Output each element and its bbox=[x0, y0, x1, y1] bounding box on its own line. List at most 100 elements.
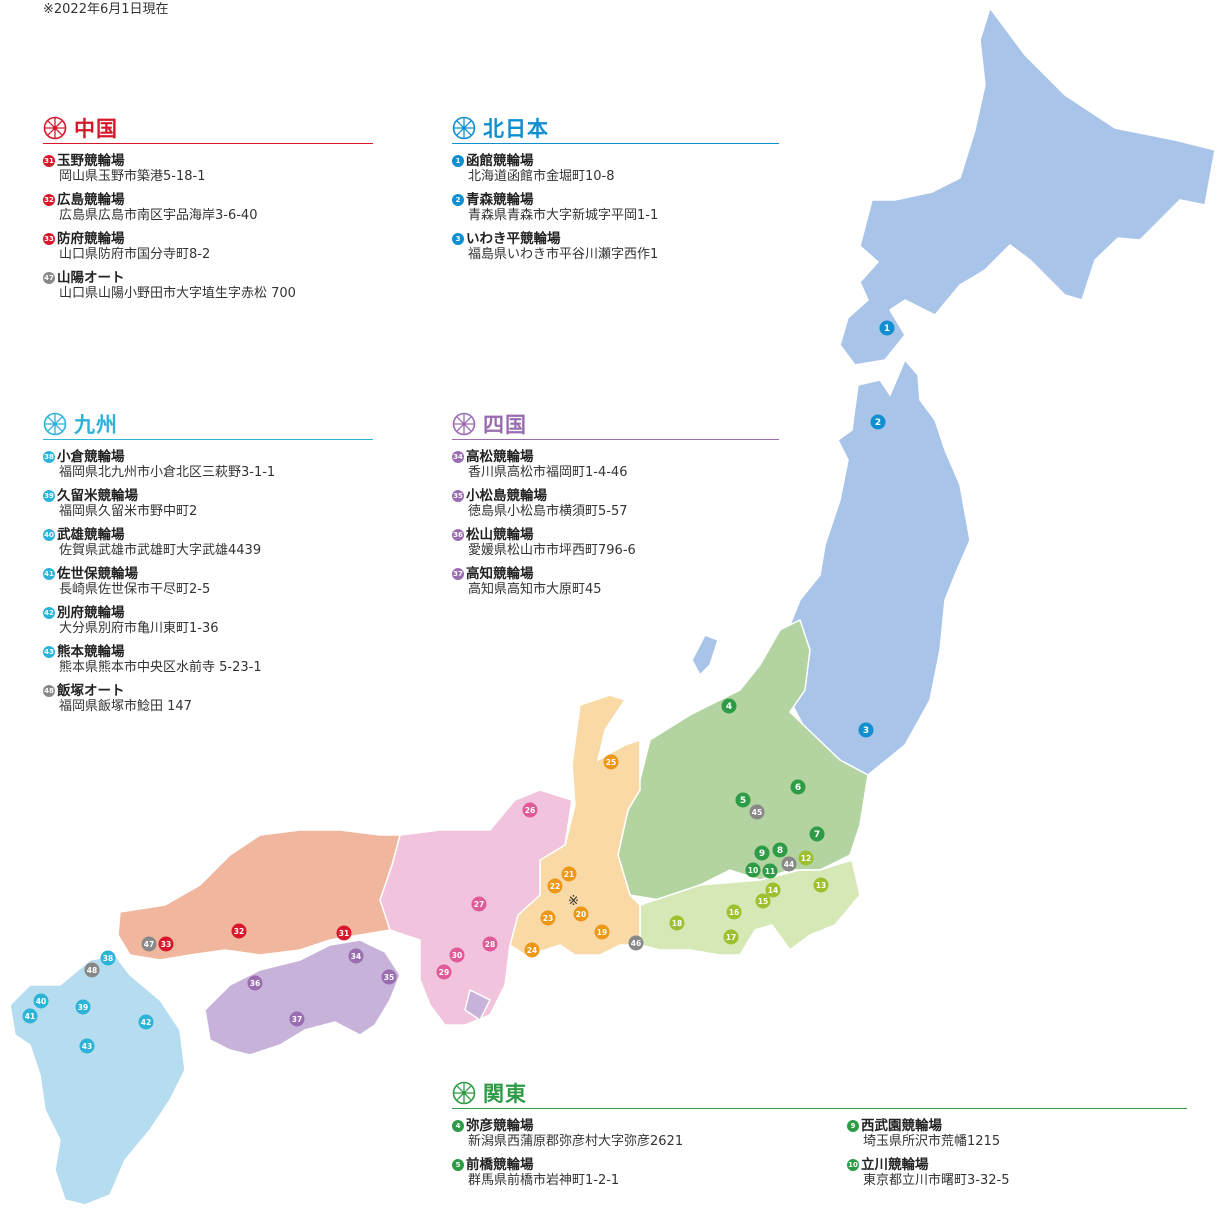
marker-number: 43 bbox=[82, 1042, 92, 1051]
marker-number: 31 bbox=[339, 929, 349, 938]
venue-marker-15: 15 bbox=[755, 893, 771, 909]
marker-circle bbox=[628, 935, 644, 951]
section-title: 北日本 bbox=[483, 117, 549, 141]
marker-circle bbox=[381, 969, 397, 985]
marker-circle bbox=[336, 925, 352, 941]
marker-number: 24 bbox=[527, 946, 537, 955]
venue-number-badge: 37 bbox=[452, 568, 464, 580]
marker-number: 25 bbox=[606, 758, 616, 767]
venue-address: 青森県青森市大字新城字平岡1-1 bbox=[468, 208, 659, 223]
venue-marker-9: 9 bbox=[754, 845, 770, 861]
marker-number: 26 bbox=[525, 806, 535, 815]
venue-marker-17: 17 bbox=[723, 929, 739, 945]
marker-circle bbox=[231, 923, 247, 939]
venue-number-badge: 36 bbox=[452, 529, 464, 541]
venue-marker-19: 19 bbox=[594, 924, 610, 940]
venue-marker-4: 4 bbox=[721, 698, 737, 714]
marker-number: 40 bbox=[36, 997, 46, 1006]
marker-circle bbox=[141, 936, 157, 952]
venue-address: 佐賀県武雄市武雄町大字武雄4439 bbox=[59, 543, 262, 558]
venue-number-badge: 38 bbox=[43, 451, 55, 463]
marker-number: 35 bbox=[384, 973, 394, 982]
marker-number: 21 bbox=[564, 870, 574, 879]
venue-name: 武雄競輪場 bbox=[57, 527, 125, 543]
marker-circle bbox=[813, 877, 829, 893]
marker-number: 22 bbox=[550, 882, 560, 891]
marker-number: 14 bbox=[768, 886, 778, 895]
marker-circle bbox=[755, 893, 771, 909]
venue-marker-29: 29 bbox=[436, 964, 452, 980]
venue-address: 福岡県久留米市野中町2 bbox=[59, 504, 198, 519]
venue-marker-34: 34 bbox=[348, 948, 364, 964]
marker-number: 29 bbox=[439, 968, 449, 977]
wheel-icon bbox=[452, 412, 476, 436]
section-title: 中国 bbox=[74, 117, 118, 141]
venue-marker-18: 18 bbox=[669, 915, 685, 931]
venue-marker-12: 12 bbox=[798, 850, 814, 866]
section-title: 関東 bbox=[483, 1082, 527, 1106]
section-header: 中国 bbox=[43, 113, 373, 144]
marker-number: 37 bbox=[292, 1015, 302, 1024]
marker-number: 27 bbox=[474, 900, 484, 909]
marker-number: 20 bbox=[576, 910, 586, 919]
marker-number: 28 bbox=[485, 940, 495, 949]
marker-circle bbox=[879, 320, 895, 336]
venue-marker-35: 35 bbox=[381, 969, 397, 985]
venue-marker-43: 43 bbox=[79, 1038, 95, 1054]
venue-marker-39: 39 bbox=[75, 999, 91, 1015]
venue-address: 熊本県熊本市中央区水前寺 5-23-1 bbox=[59, 660, 262, 675]
venue-marker-2: 2 bbox=[870, 414, 886, 430]
marker-number: 3 bbox=[863, 726, 869, 736]
marker-circle bbox=[603, 754, 619, 770]
marker-circle bbox=[870, 414, 886, 430]
marker-circle bbox=[790, 779, 806, 795]
venue-name: 函館競輪場 bbox=[466, 153, 534, 169]
marker-number: 18 bbox=[672, 919, 682, 928]
venue-marker-6: 6 bbox=[790, 779, 806, 795]
venue-marker-28: 28 bbox=[482, 936, 498, 952]
venue-name: 小松島競輪場 bbox=[466, 488, 547, 504]
venue-name: 玉野競輪場 bbox=[57, 153, 125, 169]
venue-marker-30: 30 bbox=[449, 947, 465, 963]
venue-number-badge: 31 bbox=[43, 155, 55, 167]
marker-circle bbox=[858, 722, 874, 738]
venue-number-badge: 40 bbox=[43, 529, 55, 541]
marker-circle bbox=[22, 1008, 38, 1024]
marker-circle bbox=[79, 1038, 95, 1054]
marker-number: 2 bbox=[875, 418, 881, 428]
venue-name: 高松競輪場 bbox=[466, 449, 534, 465]
marker-number: 19 bbox=[597, 928, 607, 937]
venue-name: 防府競輪場 bbox=[57, 231, 125, 247]
venue-address: 愛媛県松山市市坪西町796-6 bbox=[468, 543, 636, 558]
marker-circle bbox=[723, 929, 739, 945]
venue-marker-32: 32 bbox=[231, 923, 247, 939]
venue-number-badge: 42 bbox=[43, 607, 55, 619]
region-chugoku bbox=[117, 829, 401, 961]
marker-circle bbox=[726, 904, 742, 920]
marker-circle bbox=[522, 802, 538, 818]
section-header: 関東 bbox=[452, 1078, 1187, 1109]
section-title: 四国 bbox=[483, 413, 527, 437]
marker-number: 48 bbox=[87, 966, 97, 975]
region-kyushu bbox=[9, 954, 186, 1206]
venue-name: 広島競輪場 bbox=[57, 192, 125, 208]
venue-name: 小倉競輪場 bbox=[57, 449, 125, 465]
